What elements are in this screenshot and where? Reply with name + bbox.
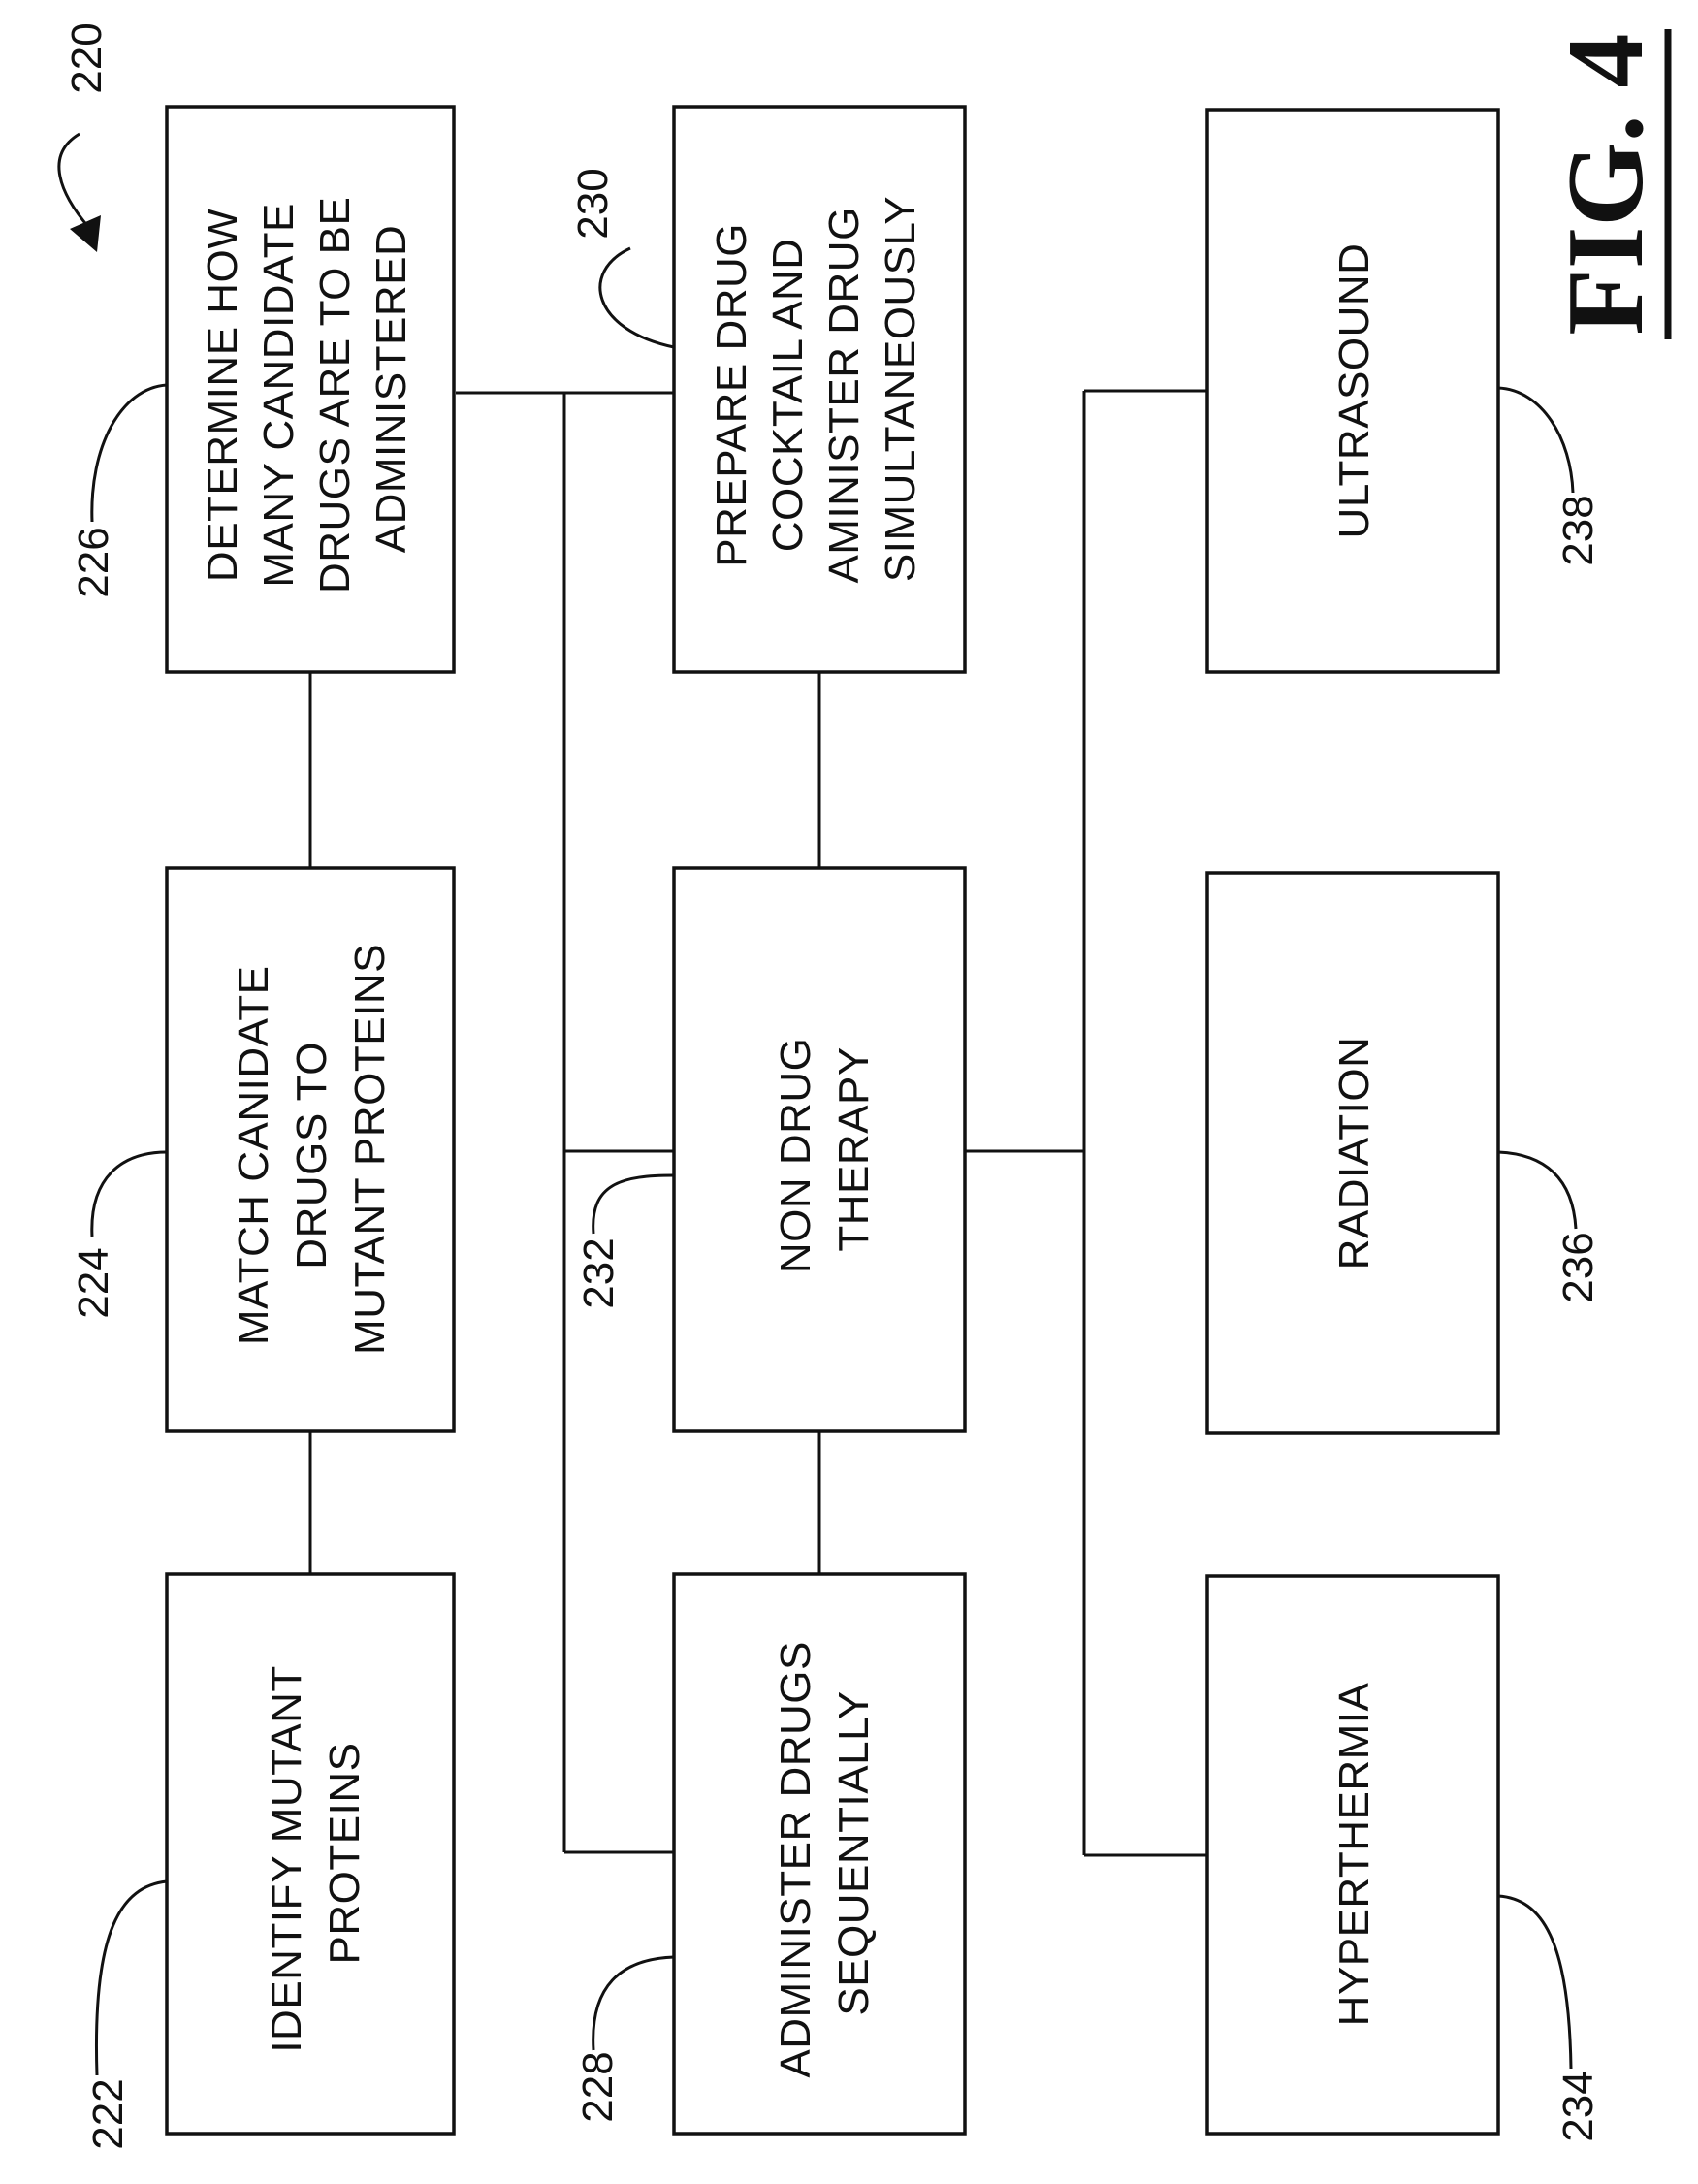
ref-228: 228	[574, 2051, 622, 2122]
box-232-line-2: THERAPY	[830, 1046, 878, 1251]
box-224: MATCH CANIDATE DRUGS TO MUTANT PROTEINS	[167, 868, 454, 1431]
box-234-line-1: HYPERTHERMIA	[1330, 1682, 1378, 2026]
leader-238	[1498, 388, 1573, 493]
leader-230	[600, 248, 674, 347]
box-238-label: ULTRASOUND	[1330, 243, 1378, 539]
ref-230: 230	[569, 168, 617, 239]
box-232-frame	[674, 868, 965, 1431]
box-226-line-3: DRUGS ARE TO BE	[311, 197, 359, 594]
ref-226: 226	[70, 527, 117, 597]
box-228-frame	[674, 1574, 965, 2134]
box-230-line-3: AMINISTER DRUG	[820, 207, 868, 583]
box-222-line-1: IDENTIFY MUTANT	[263, 1666, 310, 2053]
box-230-line-4: SIMULTANEOUSLY	[877, 196, 924, 582]
box-222-line-2: PROTEINS	[321, 1743, 368, 1965]
leader-220-arrowhead	[70, 215, 101, 252]
box-236-line-1: RADIATION	[1330, 1037, 1378, 1270]
leader-224	[92, 1152, 167, 1237]
box-230-line-2: COCKTAIL AND	[764, 238, 812, 552]
box-236-label: RADIATION	[1330, 1037, 1378, 1270]
box-238-line-1: ULTRASOUND	[1330, 243, 1378, 539]
box-232-label: NON DRUG THERAPY	[772, 1025, 878, 1273]
box-226: DETERMINE HOW MANY CANDIDATE DRUGS ARE T…	[167, 107, 454, 672]
box-226-label: DETERMINE HOW MANY CANDIDATE DRUGS ARE T…	[199, 184, 415, 594]
ref-222: 222	[84, 2078, 132, 2149]
box-228-label: ADMINISTER DRUGS SEQUENTIALLY	[772, 1628, 878, 2077]
leader-234	[1498, 1896, 1571, 2069]
ref-236: 236	[1554, 1232, 1602, 1302]
box-228: ADMINISTER DRUGS SEQUENTIALLY	[674, 1574, 965, 2134]
ref-232: 232	[575, 1237, 623, 1308]
box-230-line-1: PREPARE DRUG	[708, 223, 755, 567]
ref-238: 238	[1554, 495, 1602, 565]
figure-label-group: FIG. 4	[1546, 29, 1668, 339]
box-236: RADIATION	[1207, 873, 1498, 1433]
box-224-label: MATCH CANIDATE DRUGS TO MUTANT PROTEINS	[230, 944, 394, 1355]
box-232: NON DRUG THERAPY	[674, 868, 965, 1431]
box-228-line-1: ADMINISTER DRUGS	[772, 1641, 819, 2077]
leader-222	[96, 1881, 167, 2075]
box-230: PREPARE DRUG COCKTAIL AND AMINISTER DRUG…	[674, 107, 965, 672]
leader-226	[92, 385, 167, 522]
box-226-line-4: ADMINISTERED	[368, 225, 415, 553]
ref-220: 220	[63, 22, 111, 93]
box-230-label: PREPARE DRUG COCKTAIL AND AMINISTER DRUG…	[708, 194, 924, 583]
box-238: ULTRASOUND	[1207, 110, 1498, 672]
box-222-frame	[167, 1574, 454, 2134]
box-234-label: HYPERTHERMIA	[1330, 1682, 1378, 2026]
box-224-line-2: DRUGS TO	[288, 1042, 336, 1269]
box-226-line-2: MANY CANDIDATE	[255, 203, 303, 588]
ref-234: 234	[1554, 2071, 1602, 2141]
box-224-line-3: MUTANT PROTEINS	[346, 944, 394, 1355]
leader-236	[1498, 1152, 1576, 1229]
leader-232	[593, 1175, 674, 1234]
leader-220	[59, 134, 89, 228]
box-226-line-1: DETERMINE HOW	[199, 209, 246, 582]
box-222-label: IDENTIFY MUTANT PROTEINS	[263, 1654, 368, 2052]
figure-label: FIG. 4	[1546, 33, 1666, 335]
connector-lines	[310, 391, 1207, 1855]
box-224-line-1: MATCH CANIDATE	[230, 966, 277, 1346]
box-232-line-1: NON DRUG	[772, 1038, 819, 1274]
box-222: IDENTIFY MUTANT PROTEINS	[167, 1574, 454, 2134]
box-234: HYPERTHERMIA	[1207, 1576, 1498, 2134]
ref-224: 224	[70, 1247, 117, 1318]
box-228-line-2: SEQUENTIALLY	[830, 1690, 878, 2015]
leader-228	[593, 1957, 674, 2050]
